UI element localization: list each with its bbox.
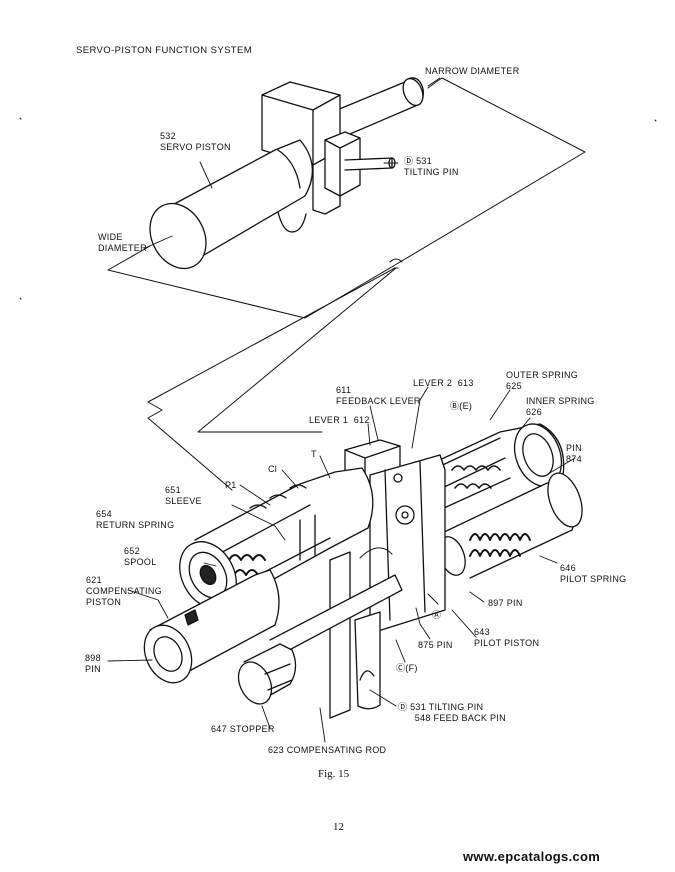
spool-label: 652 SPOOL: [124, 546, 157, 567]
tilting-pin-top-label: Ⓓ 531 TILTING PIN: [404, 156, 459, 177]
wide-diameter-label: WIDE DIAMETER: [98, 232, 147, 253]
port-p1-label: P1: [225, 480, 237, 490]
tilting-feedback-pin-label: Ⓓ 531 TILTING PIN 548 FEED BACK PIN: [398, 702, 506, 723]
pin898-label: 898 PIN: [85, 653, 101, 674]
section-header: SERVO-PISTON FUNCTION SYSTEM: [76, 45, 253, 56]
figure-caption: Fig. 15: [318, 768, 350, 780]
return-spring-label: 654 RETURN SPRING: [96, 509, 175, 530]
pin875-label: 875 PIN: [418, 640, 453, 650]
pilot-piston-label: 643 PILOT PISTON: [474, 627, 540, 648]
point-b-e-label: Ⓑ(E): [450, 401, 473, 411]
pilot-spring-label: 646 PILOT SPRING: [560, 563, 627, 584]
outer-spring-label: OUTER SPRING 625: [506, 370, 579, 391]
regulator-drawing: [143, 423, 583, 719]
narrow-diameter-label: NARROW DIAMETER: [425, 66, 520, 76]
inner-spring-label: INNER SPRING 626: [526, 396, 595, 417]
servo-piston-label: 532 SERVO PISTON: [160, 131, 231, 152]
servo-piston-drawing: [149, 77, 425, 270]
point-a-label: Ⓐ: [432, 610, 442, 620]
feedback-lever-label: 611 FEEDBACK LEVER: [336, 385, 421, 406]
compensating-piston-label: 621 COMPENSATING PISTON: [86, 575, 162, 607]
point-c-f-label: Ⓒ(F): [396, 663, 418, 673]
port-cl-label: Cl: [268, 464, 278, 474]
port-t-label: T: [311, 449, 317, 459]
watermark-link[interactable]: www.epcatalogs.com: [463, 849, 601, 864]
sleeve-label: 651 SLEEVE: [165, 485, 202, 506]
lever2-label: LEVER 2 613: [413, 378, 474, 388]
page-number: 12: [333, 821, 344, 833]
lever1-label: LEVER 1 612: [309, 415, 370, 425]
compensating-rod-label: 623 COMPENSATING ROD: [268, 745, 387, 755]
stopper-label: 647 STOPPER: [211, 724, 275, 734]
pin897-label: 897 PIN: [488, 598, 523, 608]
pin874-label: PIN 874: [566, 443, 582, 464]
